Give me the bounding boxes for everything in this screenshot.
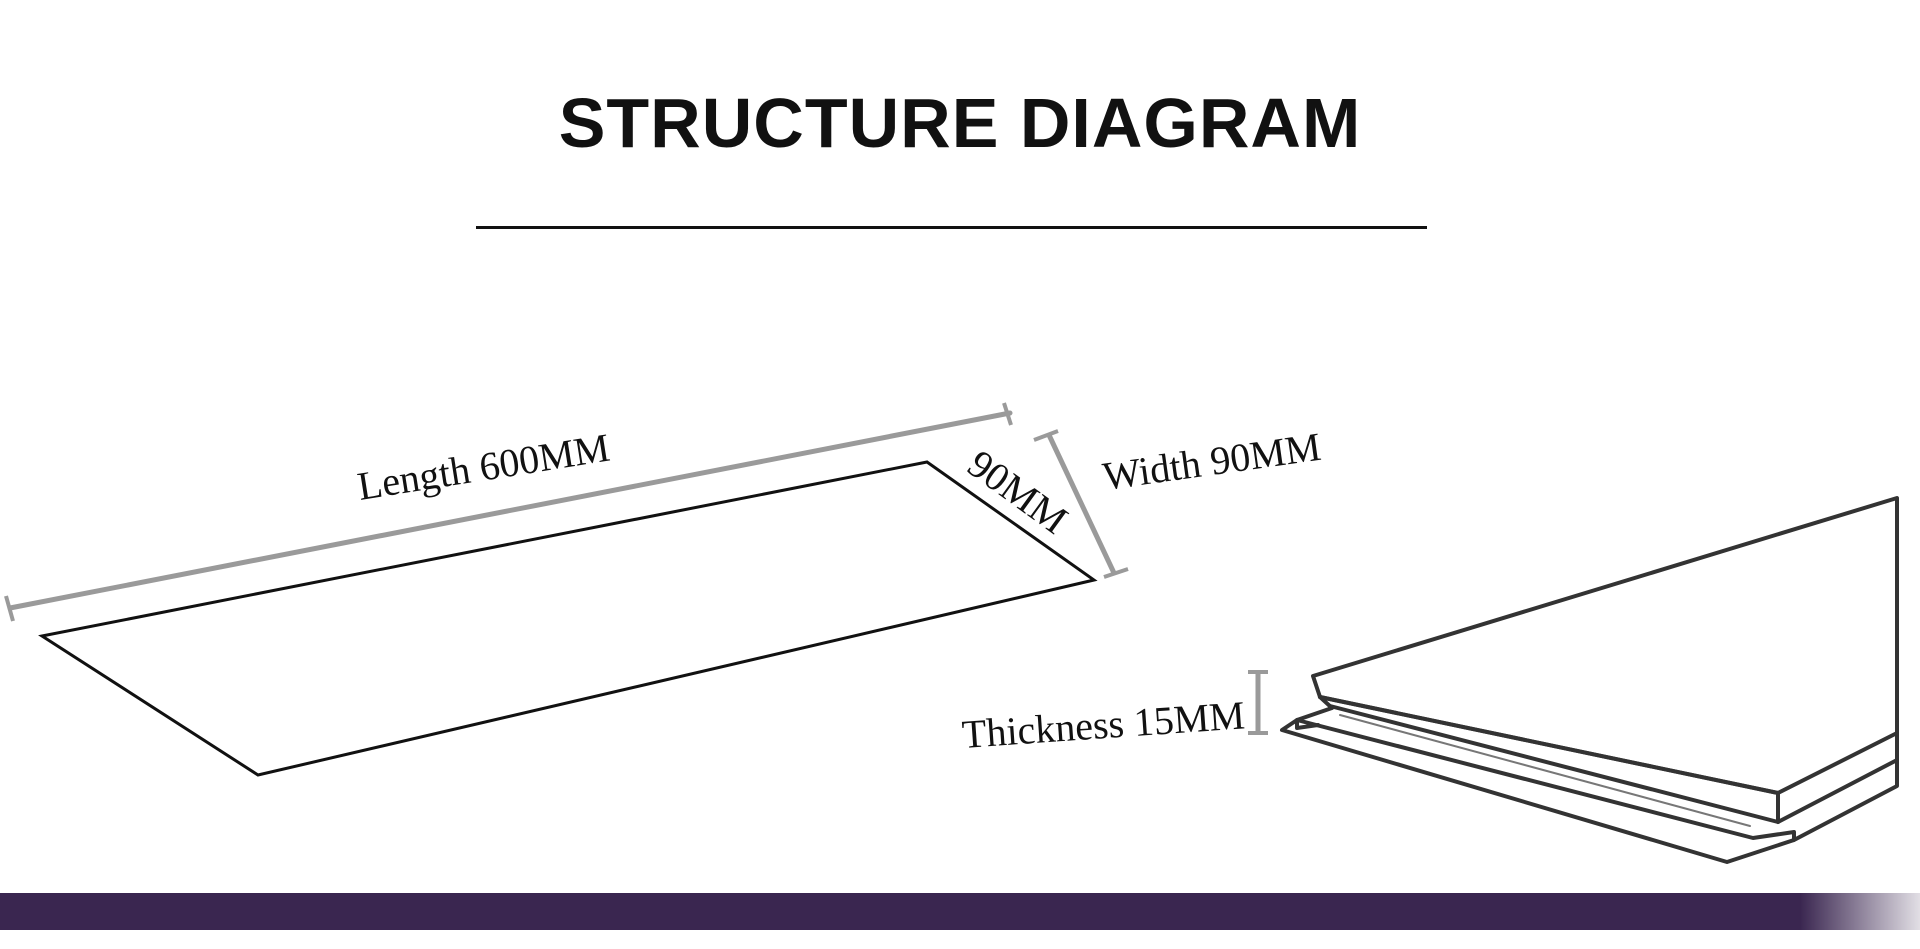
page-title: STRUCTURE DIAGRAM (558, 84, 1362, 162)
plank-profile-view (1280, 496, 1899, 864)
thickness-label: Thickness 15MM (960, 692, 1246, 757)
footer-band (0, 893, 1920, 930)
width-label: Width 90MM (1100, 424, 1324, 499)
footer-band-fade (1800, 893, 1920, 930)
width-dimension-line (1033, 429, 1129, 579)
plank-top-view (38, 460, 1098, 777)
length-dimension-line (4, 402, 1013, 622)
thickness-dimension-line (1248, 670, 1268, 735)
title-divider (476, 226, 1427, 229)
